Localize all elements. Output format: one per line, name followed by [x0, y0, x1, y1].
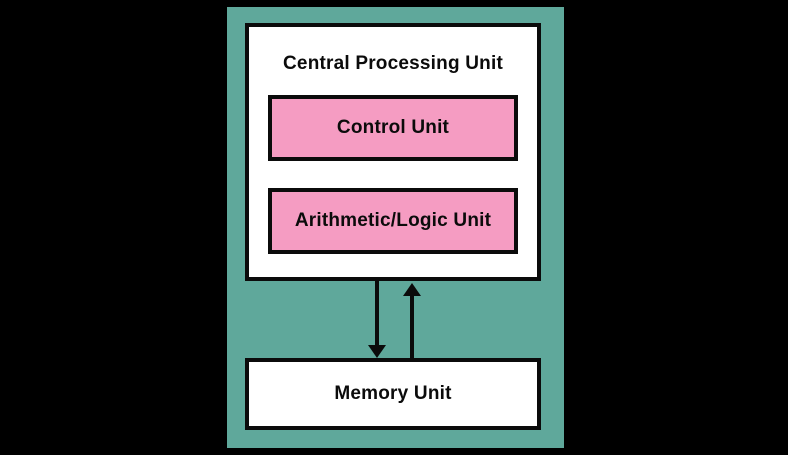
cpu-box: Central Processing Unit Control Unit Ari… [245, 23, 541, 281]
arrow-head-up-icon [403, 283, 421, 296]
arrow-head-down-icon [368, 345, 386, 358]
cpu-title: Central Processing Unit [283, 53, 503, 74]
control-unit-label: Control Unit [336, 117, 450, 138]
alu-box: Arithmetic/Logic Unit [268, 188, 518, 254]
arrow-cpu-to-memory [368, 281, 386, 358]
arrow-shaft [375, 281, 379, 346]
memory-unit-box: Memory Unit [245, 358, 541, 430]
arrow-shaft [410, 295, 414, 360]
alu-label: Arithmetic/Logic Unit [294, 210, 492, 231]
control-unit-box: Control Unit [268, 95, 518, 161]
arrow-memory-to-cpu [403, 283, 421, 360]
memory-unit-label: Memory Unit [334, 383, 452, 404]
